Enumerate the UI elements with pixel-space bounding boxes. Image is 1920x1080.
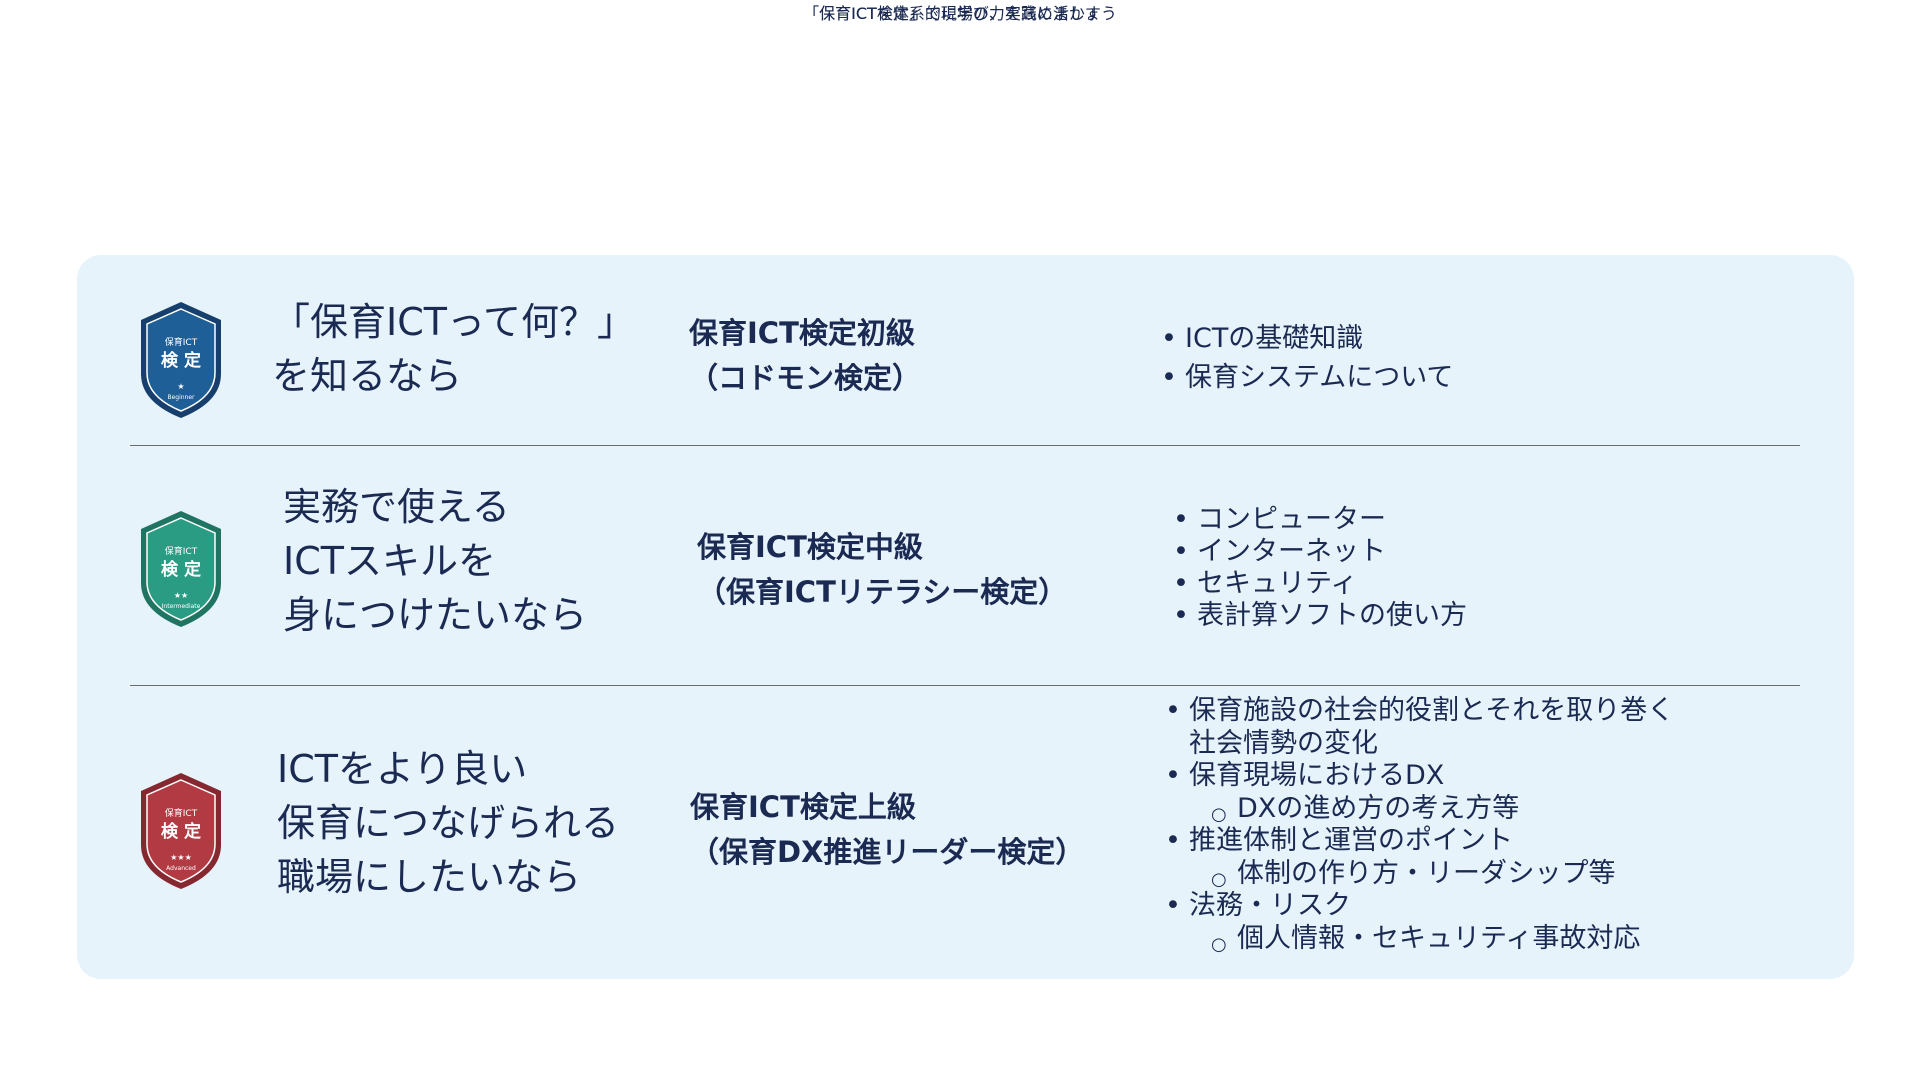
tagline-line: を知るなら — [272, 353, 463, 398]
badge-main-text: 検 定 — [161, 350, 201, 371]
badge-main-text: 検 定 — [161, 821, 201, 842]
list-item: 推進体制と運営のポイント — [1163, 825, 1674, 858]
tagline-line: 身につけたいなら — [283, 593, 588, 637]
list-item: ICTの基礎知識 — [1159, 319, 1453, 358]
badge-shield-inner — [146, 517, 216, 621]
level-row-advanced: 保育ICT 検 定 ★★★ Advanced ICTをより良い 保育につなげられ… — [77, 685, 1854, 979]
tagline-line: 保育につなげられる — [277, 801, 620, 845]
page-title: 「保育ICT検定」で現場の力を高めましょう — [803, 4, 1117, 23]
badge-level-label: Beginner — [167, 394, 195, 401]
topic-list-advanced: 保育施設の社会的役割とそれを取り巻く 社会情勢の変化 保育現場におけるDX DX… — [1163, 695, 1674, 961]
header-subtitle: 保育ICTを体系的に学び、実践に活かす — [819, 4, 1101, 23]
tagline-intermediate: 実務で使える ICTスキルを 身につけたいなら — [283, 480, 587, 642]
list-item: 保育現場におけるDX — [1163, 760, 1674, 793]
course-name-intermediate: 保育ICT検定中級 （保育ICTリテラシー検定） — [697, 525, 1067, 615]
badge-shield-inner — [146, 779, 216, 883]
level-row-intermediate: 保育ICT 検 定 ★★ Intermediate 実務で使える ICTスキルを… — [77, 445, 1854, 685]
badge-level-label: Intermediate — [162, 603, 201, 610]
list-item: 表計算ソフトの使い方 — [1171, 600, 1467, 632]
badge-stars: ★★★ — [170, 853, 192, 862]
badge-shield-inner — [146, 308, 216, 412]
sub-list-item: 体制の作り方・リーダシップ等 — [1163, 858, 1674, 896]
list-item: セキュリティ — [1171, 568, 1467, 600]
certification-levels-panel: 保育ICT 検 定 ★ Beginner 「保育ICTって何？」 を知るなら 保… — [77, 255, 1854, 979]
advanced-badge-icon: 保育ICT 検 定 ★★★ Advanced — [141, 773, 221, 889]
tagline-line: ICTをより良い — [277, 747, 528, 791]
course-subtitle: （保育ICTリテラシー検定） — [697, 574, 1068, 609]
badge-stars: ★ — [177, 382, 184, 391]
row-divider — [130, 685, 1800, 686]
topic-list-beginner: ICTの基礎知識 保育システムについて — [1159, 319, 1453, 397]
list-item: 保育システムについて — [1159, 358, 1453, 397]
sub-list-item: DXの進め方の考え方等 — [1163, 793, 1674, 831]
course-title: 保育ICT検定初級 — [689, 316, 915, 350]
course-title: 保育ICT検定中級 — [697, 530, 923, 564]
row-divider — [130, 445, 1800, 446]
list-item-text: 保育施設の社会的役割とそれを取り巻く — [1189, 695, 1675, 726]
tagline-line: ICTスキルを — [283, 539, 496, 583]
tagline-line: 実務で使える — [283, 485, 510, 529]
beginner-badge-icon: 保育ICT 検 定 ★ Beginner — [141, 302, 221, 418]
course-title: 保育ICT検定上級 — [690, 790, 916, 824]
topic-list-intermediate: コンピューター インターネット セキュリティ 表計算ソフトの使い方 — [1171, 504, 1467, 632]
list-item: 保育施設の社会的役割とそれを取り巻く 社会情勢の変化 — [1163, 695, 1674, 760]
badge-top-text: 保育ICT — [165, 545, 198, 557]
course-subtitle: （保育DX推進リーダー検定） — [690, 834, 1085, 869]
sub-list-item: 個人情報・セキュリティ事故対応 — [1163, 923, 1674, 961]
list-item: コンピューター — [1171, 504, 1467, 536]
course-name-advanced: 保育ICT検定上級 （保育DX推進リーダー検定） — [690, 785, 1084, 875]
course-name-beginner: 保育ICT検定初級 （コドモン検定） — [689, 311, 921, 401]
tagline-line: 「保育ICTって何？」 — [272, 300, 636, 344]
list-item-continuation: 社会情勢の変化 — [1189, 727, 1378, 759]
level-row-beginner: 保育ICT 検 定 ★ Beginner 「保育ICTって何？」 を知るなら 保… — [77, 255, 1854, 445]
tagline-beginner: 「保育ICTって何？」 を知るなら — [272, 296, 635, 404]
badge-top-text: 保育ICT — [165, 807, 198, 819]
intermediate-badge-icon: 保育ICT 検 定 ★★ Intermediate — [141, 511, 221, 627]
badge-main-text: 検 定 — [161, 559, 201, 580]
badge-level-label: Advanced — [166, 865, 196, 872]
course-subtitle: （コドモン検定） — [689, 360, 922, 395]
badge-stars: ★★ — [174, 591, 188, 600]
tagline-line: 職場にしたいなら — [277, 855, 582, 899]
list-item: 法務・リスク — [1163, 890, 1674, 923]
badge-top-text: 保育ICT — [165, 336, 198, 348]
list-item: インターネット — [1171, 536, 1467, 568]
tagline-advanced: ICTをより良い 保育につなげられる 職場にしたいなら — [277, 742, 619, 904]
